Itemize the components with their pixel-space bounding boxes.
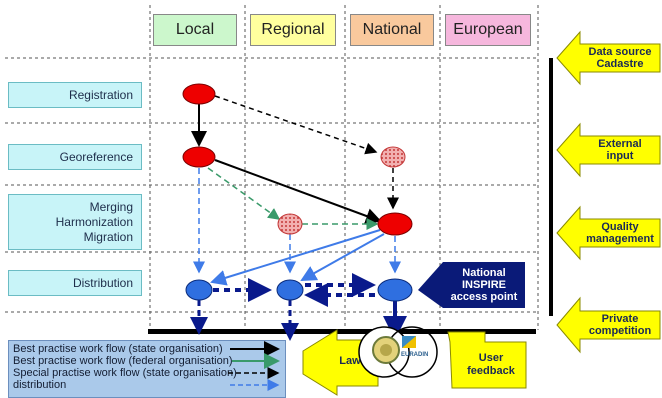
column-header-local: Local bbox=[153, 14, 237, 46]
node-local-registration bbox=[182, 83, 216, 105]
node-national-distribution bbox=[377, 278, 413, 302]
node-national-georeference bbox=[380, 146, 406, 168]
bottom-baseline bbox=[148, 329, 536, 334]
inspire-access-point-shape bbox=[418, 262, 525, 308]
column-header-national: National bbox=[350, 14, 434, 46]
side-arrow-1 bbox=[556, 30, 661, 86]
law-arrow-label: Law bbox=[339, 355, 361, 367]
legend-item-distribution: distribution bbox=[13, 379, 67, 391]
column-header-european: European bbox=[445, 14, 531, 46]
workflow-nodes bbox=[182, 83, 413, 302]
inspire-access-point-label: National INSPIRE access point bbox=[450, 267, 518, 303]
row-label-merging: Merging Harmonization Migration bbox=[8, 194, 142, 250]
legend-item-federal: Best practise work flow (federal organis… bbox=[13, 355, 233, 367]
grid-horizontal-lines bbox=[5, 57, 538, 313]
column-header-regional: Regional bbox=[250, 14, 336, 46]
user-feedback-arrow-shape bbox=[447, 331, 527, 389]
legend-box: Best practise work flow (state organisat… bbox=[8, 340, 286, 398]
side-arrow-4 bbox=[556, 296, 661, 354]
legend-arrow-samples bbox=[228, 341, 280, 391]
logo-circles bbox=[358, 326, 438, 378]
node-local-georeference bbox=[182, 146, 216, 168]
right-separator-bar bbox=[549, 58, 553, 316]
row-label-registration: Registration bbox=[8, 82, 142, 108]
euradin-logo-text: EURADIN bbox=[401, 352, 429, 358]
node-local-distribution bbox=[185, 279, 213, 301]
node-national-merging bbox=[377, 212, 413, 236]
side-arrow-2 bbox=[556, 122, 661, 178]
node-regional-merging bbox=[277, 213, 303, 235]
side-arrow-3 bbox=[556, 205, 661, 261]
workflow-arrows bbox=[190, 95, 407, 341]
node-regional-distribution bbox=[276, 279, 304, 301]
legend-item-state: Best practise work flow (state organisat… bbox=[13, 343, 223, 355]
row-label-georeference: Georeference bbox=[8, 144, 142, 170]
row-label-distribution: Distribution bbox=[8, 270, 142, 296]
legend-item-special: Special practise work flow (state organi… bbox=[13, 367, 237, 379]
